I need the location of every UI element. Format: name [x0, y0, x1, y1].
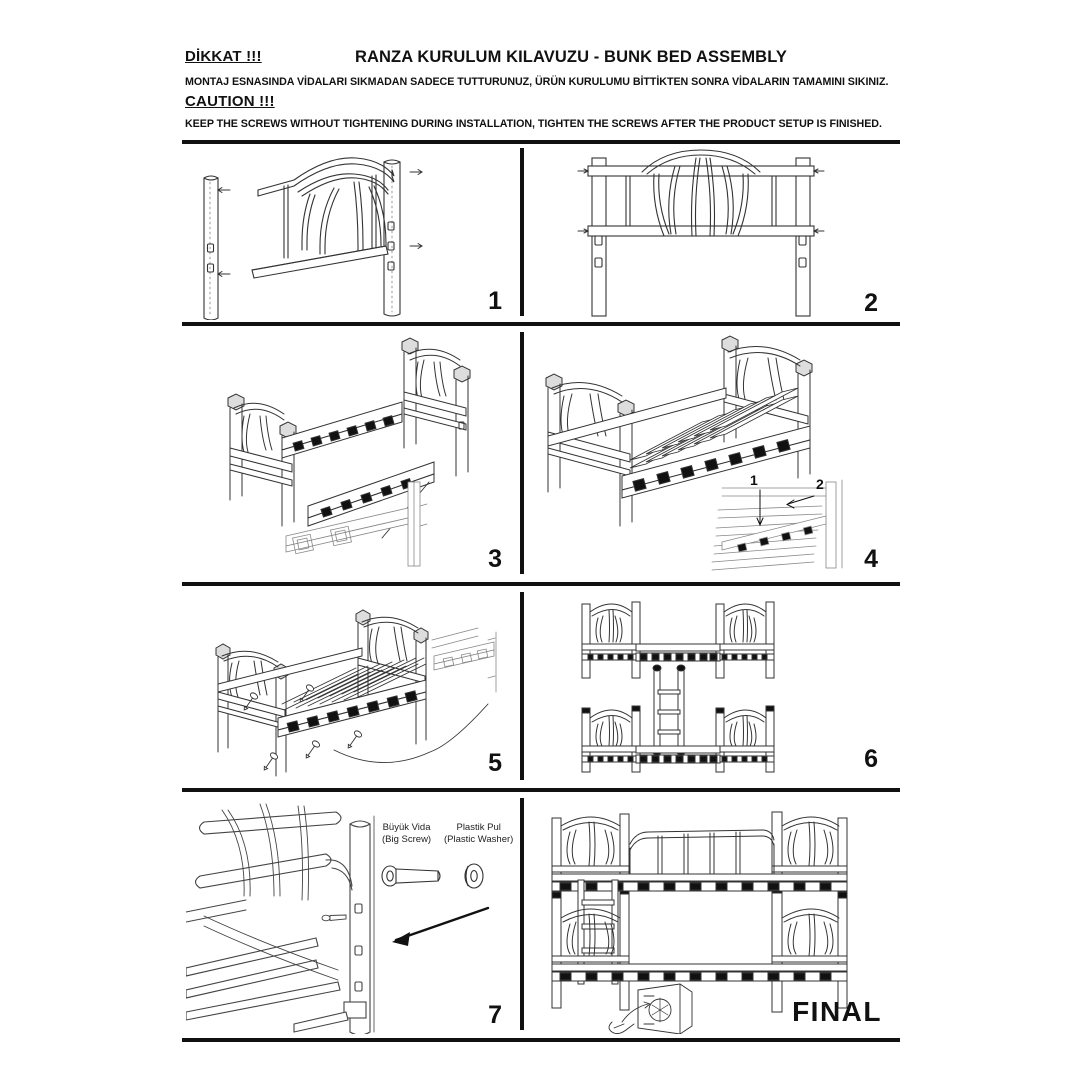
safety-rail-closeup	[186, 803, 375, 1034]
ladder	[652, 664, 686, 756]
step-5-panel: 5	[186, 592, 516, 780]
screw-icon-inserting	[321, 914, 347, 922]
side-rail-near	[277, 679, 427, 738]
right-post	[795, 157, 811, 317]
bed-slats	[629, 387, 799, 469]
step-4-panel: 1 2 4	[526, 330, 896, 576]
hardware-label-big-screw: Büyük Vida (Big Screw)	[382, 822, 432, 845]
step-number-6: 6	[864, 745, 878, 773]
step-number-2: 2	[864, 289, 878, 317]
panel-grid: 1	[182, 140, 900, 1042]
warning-label-en: CAUTION !!!	[185, 93, 275, 110]
instruction-text-tr: MONTAJ ESNASINDA VİDALARI SIKMADAN SADEC…	[185, 76, 889, 88]
step-7-panel: Büyük Vida (Big Screw) Plastik Pul (Plas…	[186, 796, 516, 1034]
screw-icon	[381, 865, 441, 887]
right-headboard	[401, 337, 471, 477]
step-final-drawing	[551, 811, 848, 1034]
step-2-panel: 2	[526, 146, 896, 320]
screw-icons	[243, 684, 363, 771]
grid-rule-row1	[182, 322, 900, 326]
left-headboard	[227, 393, 297, 527]
grid-rule-top	[182, 140, 900, 144]
step-3-drawing	[227, 337, 471, 567]
step-number-7: 7	[488, 1001, 502, 1029]
left-post	[591, 157, 607, 317]
instruction-text-en: KEEP THE SCREWS WITHOUT TIGHTENING DURIN…	[185, 118, 882, 130]
step-6-panel: 6	[526, 592, 896, 780]
grid-divider-row2	[520, 332, 524, 574]
step-1-drawing	[203, 157, 423, 320]
direction-arrow-icon	[392, 906, 490, 946]
rail-joint-detail	[285, 481, 428, 567]
hardware-label-plastic-washer: Plastik Pul (Plastic Washer)	[444, 822, 514, 845]
step-number-5: 5	[488, 749, 502, 777]
step-6-drawing	[581, 601, 775, 773]
safety-rail	[629, 829, 775, 877]
tool-detail	[608, 983, 693, 1034]
grid-rule-bottom	[182, 1038, 900, 1042]
washer-icon	[464, 863, 484, 889]
hardware-icons	[381, 863, 490, 946]
step-4-callout-2: 2	[816, 476, 824, 492]
grid-rule-row3	[182, 788, 900, 792]
left-post	[203, 175, 219, 320]
foot-board	[545, 373, 635, 527]
step-number-3: 3	[488, 545, 502, 573]
step-number-final: FINAL	[792, 996, 882, 1027]
upper-bed-rail	[551, 873, 848, 892]
grid-divider-row3	[520, 592, 524, 780]
slat-install-detail	[711, 479, 843, 571]
grid-divider-row1	[520, 148, 524, 316]
step-7-drawing	[186, 803, 375, 1034]
head-board	[355, 609, 429, 745]
step-3-panel: 3	[186, 330, 516, 576]
lower-headboard-right	[771, 908, 848, 963]
lower-bed-rail	[551, 963, 848, 982]
right-post	[383, 159, 401, 317]
step-number-1: 1	[488, 287, 502, 315]
upper-headboard-right	[771, 816, 848, 873]
lower-headboard-left	[551, 908, 630, 963]
step-4-callout-1: 1	[750, 472, 758, 488]
bed-slats	[281, 657, 427, 711]
header-block: DİKKAT !!! RANZA KURULUM KILAVUZU - BUNK…	[185, 48, 897, 130]
grid-rule-row2	[182, 582, 900, 586]
step-4-drawing	[545, 335, 843, 571]
side-rail-lower	[307, 461, 435, 527]
upper-bed	[581, 601, 775, 679]
headboard-arch-panel	[251, 157, 395, 279]
upper-headboard-left	[551, 816, 630, 873]
step-final-panel: FINAL	[526, 796, 896, 1034]
bunk-posts	[551, 811, 848, 1013]
assembly-arrows	[217, 169, 423, 277]
side-rail-near	[621, 425, 811, 499]
grid-divider-row4	[520, 798, 524, 1030]
step-1-panel: 1	[186, 146, 516, 320]
lower-bed	[581, 705, 775, 773]
warning-label-tr: DİKKAT !!!	[185, 48, 262, 65]
page-title: RANZA KURULUM KILAVUZU - BUNK BED ASSEMB…	[355, 48, 787, 66]
side-rail-upper	[281, 401, 403, 459]
step-number-4: 4	[864, 545, 878, 573]
decorative-arch	[641, 149, 761, 237]
step-5-drawing	[215, 609, 497, 777]
assembly-arrows	[577, 168, 825, 234]
rail-joint-detail	[431, 627, 497, 693]
step-2-drawing	[577, 149, 825, 317]
